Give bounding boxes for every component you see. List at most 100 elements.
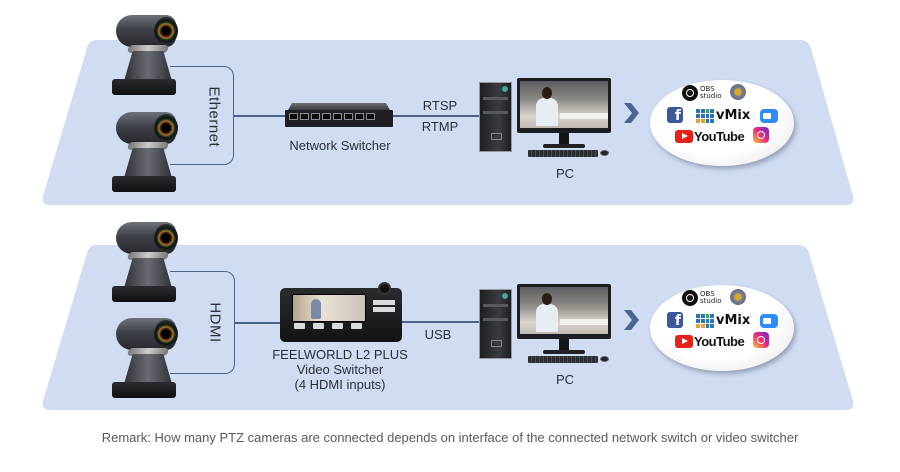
obs-text-line1: OBS [700, 290, 715, 298]
instagram-logo [753, 127, 769, 143]
camera-lens-body [116, 318, 178, 350]
link-label-hdmi: HDMI [206, 302, 224, 343]
instagram-icon [753, 127, 769, 143]
ptz-camera [108, 15, 180, 97]
camera-foot [112, 79, 176, 95]
protocol-label-rtmp: RTMP [421, 119, 459, 134]
wirecast-logo [730, 289, 746, 305]
vmix-text: vMix [716, 108, 751, 123]
keyboard-icon [528, 356, 598, 363]
video-switcher-icon [280, 284, 402, 342]
pc-monitor [517, 284, 611, 339]
remark-note: Remark: How many PTZ cameras are connect… [101, 430, 799, 445]
zoom-logo [760, 314, 778, 328]
camera-lens-icon [154, 114, 178, 142]
protocol-label-usb: USB [424, 327, 452, 342]
wirecast-logo [730, 84, 746, 100]
hdmi-bracket-connector [170, 271, 235, 374]
youtube-logo: YouTube [675, 129, 745, 144]
switch-port-icon [311, 113, 320, 120]
youtube-icon [675, 130, 693, 143]
mouse-icon [600, 356, 609, 362]
camera-lens-body [116, 222, 178, 254]
facebook-icon: f [667, 107, 683, 123]
link-label-ethernet: Ethernet [205, 86, 223, 148]
hub-label-network-switcher: Network Switcher [289, 138, 391, 153]
connector-line [235, 322, 281, 324]
connector-line [402, 321, 479, 323]
ptz-camera [108, 318, 180, 400]
vmix-logo: vMix [696, 108, 750, 123]
switch-port-icon [289, 113, 298, 120]
hdmi-row-band [42, 245, 854, 410]
ethernet-row-band [42, 40, 854, 205]
hub-label-line: (4 HDMI inputs) [294, 377, 386, 392]
instagram-icon [753, 332, 769, 348]
connector-line [393, 115, 479, 117]
switch-port-icon [366, 113, 375, 120]
instagram-logo [753, 332, 769, 348]
youtube-text: YouTube [694, 334, 745, 349]
camera-lens-icon [154, 320, 178, 348]
youtube-icon [675, 335, 693, 348]
pc-tower [479, 82, 512, 152]
destination-label-pc: PC [555, 372, 575, 387]
camera-base [124, 258, 172, 288]
hub-label-line: FEELWORLD L2 PLUS [272, 347, 408, 362]
zoom-icon [760, 109, 778, 123]
switch-port-icon [344, 113, 353, 120]
zoom-icon [760, 314, 778, 328]
pc-monitor [517, 78, 611, 133]
switch-port-icon [355, 113, 364, 120]
youtube-text: YouTube [694, 129, 745, 144]
switch-port-icon [322, 113, 331, 120]
youtube-logo: YouTube [675, 334, 745, 349]
facebook-logo: f [667, 312, 683, 328]
wirecast-icon [730, 289, 746, 305]
switch-port-icon [333, 113, 342, 120]
chevron-right-icon [624, 103, 639, 123]
vmix-text: vMix [716, 313, 751, 328]
switch-port-icon [300, 113, 309, 120]
ptz-camera [108, 112, 180, 194]
obs-text-line1: OBS [700, 85, 715, 93]
hub-label-video-switcher: FEELWORLD L2 PLUS Video Switcher (4 HDMI… [255, 347, 425, 392]
vmix-icon [696, 313, 714, 328]
vmix-icon [696, 108, 714, 123]
camera-lens-icon [154, 17, 178, 45]
camera-foot [112, 382, 176, 398]
camera-base [124, 148, 172, 178]
ethernet-bracket-connector [170, 66, 234, 165]
facebook-logo: f [667, 107, 683, 123]
pc-tower [479, 289, 512, 359]
vmix-logo: vMix [696, 313, 750, 328]
connector-line [234, 115, 285, 117]
obs-text-line2: studio [700, 92, 722, 100]
camera-base [124, 51, 172, 81]
camera-foot [112, 176, 176, 192]
camera-foot [112, 286, 176, 302]
network-switch-icon [285, 103, 393, 128]
ptz-camera [108, 222, 180, 304]
camera-base [124, 354, 172, 384]
obs-icon [682, 85, 698, 101]
camera-lens-body [116, 112, 178, 144]
mouse-icon [600, 150, 609, 156]
hub-label-line: Video Switcher [296, 362, 384, 377]
camera-lens-icon [154, 224, 178, 252]
keyboard-icon [528, 150, 598, 157]
protocol-label-rtsp: RTSP [422, 98, 458, 113]
facebook-icon: f [667, 312, 683, 328]
wirecast-icon [730, 84, 746, 100]
obs-text-line2: studio [700, 297, 722, 305]
obs-icon [682, 290, 698, 306]
chevron-right-icon [624, 310, 639, 330]
destination-label-pc: PC [555, 166, 575, 181]
camera-lens-body [116, 15, 178, 47]
zoom-logo [760, 109, 778, 123]
